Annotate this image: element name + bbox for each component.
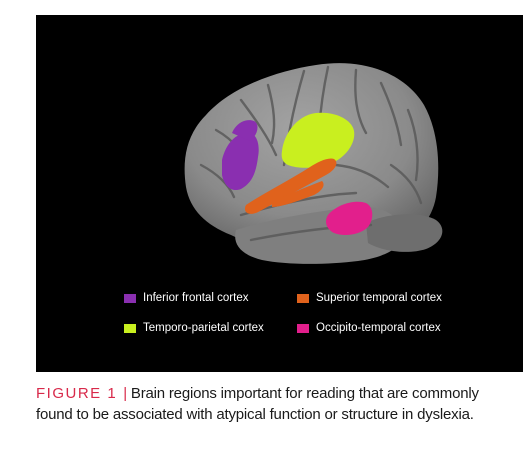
figure-caption: FIGURE 1 |Brain regions important for rea… [36, 383, 516, 425]
brain-illustration [184, 63, 443, 264]
temporo-parietal-region [281, 112, 355, 168]
legend-swatch-inferior-frontal [124, 293, 136, 303]
legend-swatch-occipito-temporal [297, 323, 309, 333]
legend-label: Superior temporal cortex [316, 292, 442, 304]
cerebellum [366, 214, 443, 252]
figure-label: FIGURE 1 [36, 385, 118, 402]
legend-label: Inferior frontal cortex [143, 292, 249, 304]
legend-swatch-superior-temporal [297, 293, 309, 303]
superior-temporal-region-lower [272, 181, 324, 207]
superior-temporal-region [244, 158, 337, 214]
caption-separator: | [123, 385, 127, 402]
legend-item-temporo-parietal: Temporo-parietal cortex [124, 322, 264, 334]
legend-item-superior-temporal: Superior temporal cortex [297, 292, 442, 304]
occipito-temporal-region [326, 201, 373, 235]
caption-text: Brain regions important for reading that… [36, 385, 479, 423]
inferior-frontal-region [222, 133, 259, 191]
legend-label: Occipito-temporal cortex [316, 322, 441, 334]
inferior-frontal-region-upper [232, 120, 258, 141]
legend-label: Temporo-parietal cortex [143, 322, 264, 334]
figure-panel: Inferior frontal cortex Superior tempora… [36, 15, 523, 372]
legend-item-occipito-temporal: Occipito-temporal cortex [297, 322, 441, 334]
legend-swatch-temporo-parietal [124, 323, 136, 333]
legend-item-inferior-frontal: Inferior frontal cortex [124, 292, 248, 304]
